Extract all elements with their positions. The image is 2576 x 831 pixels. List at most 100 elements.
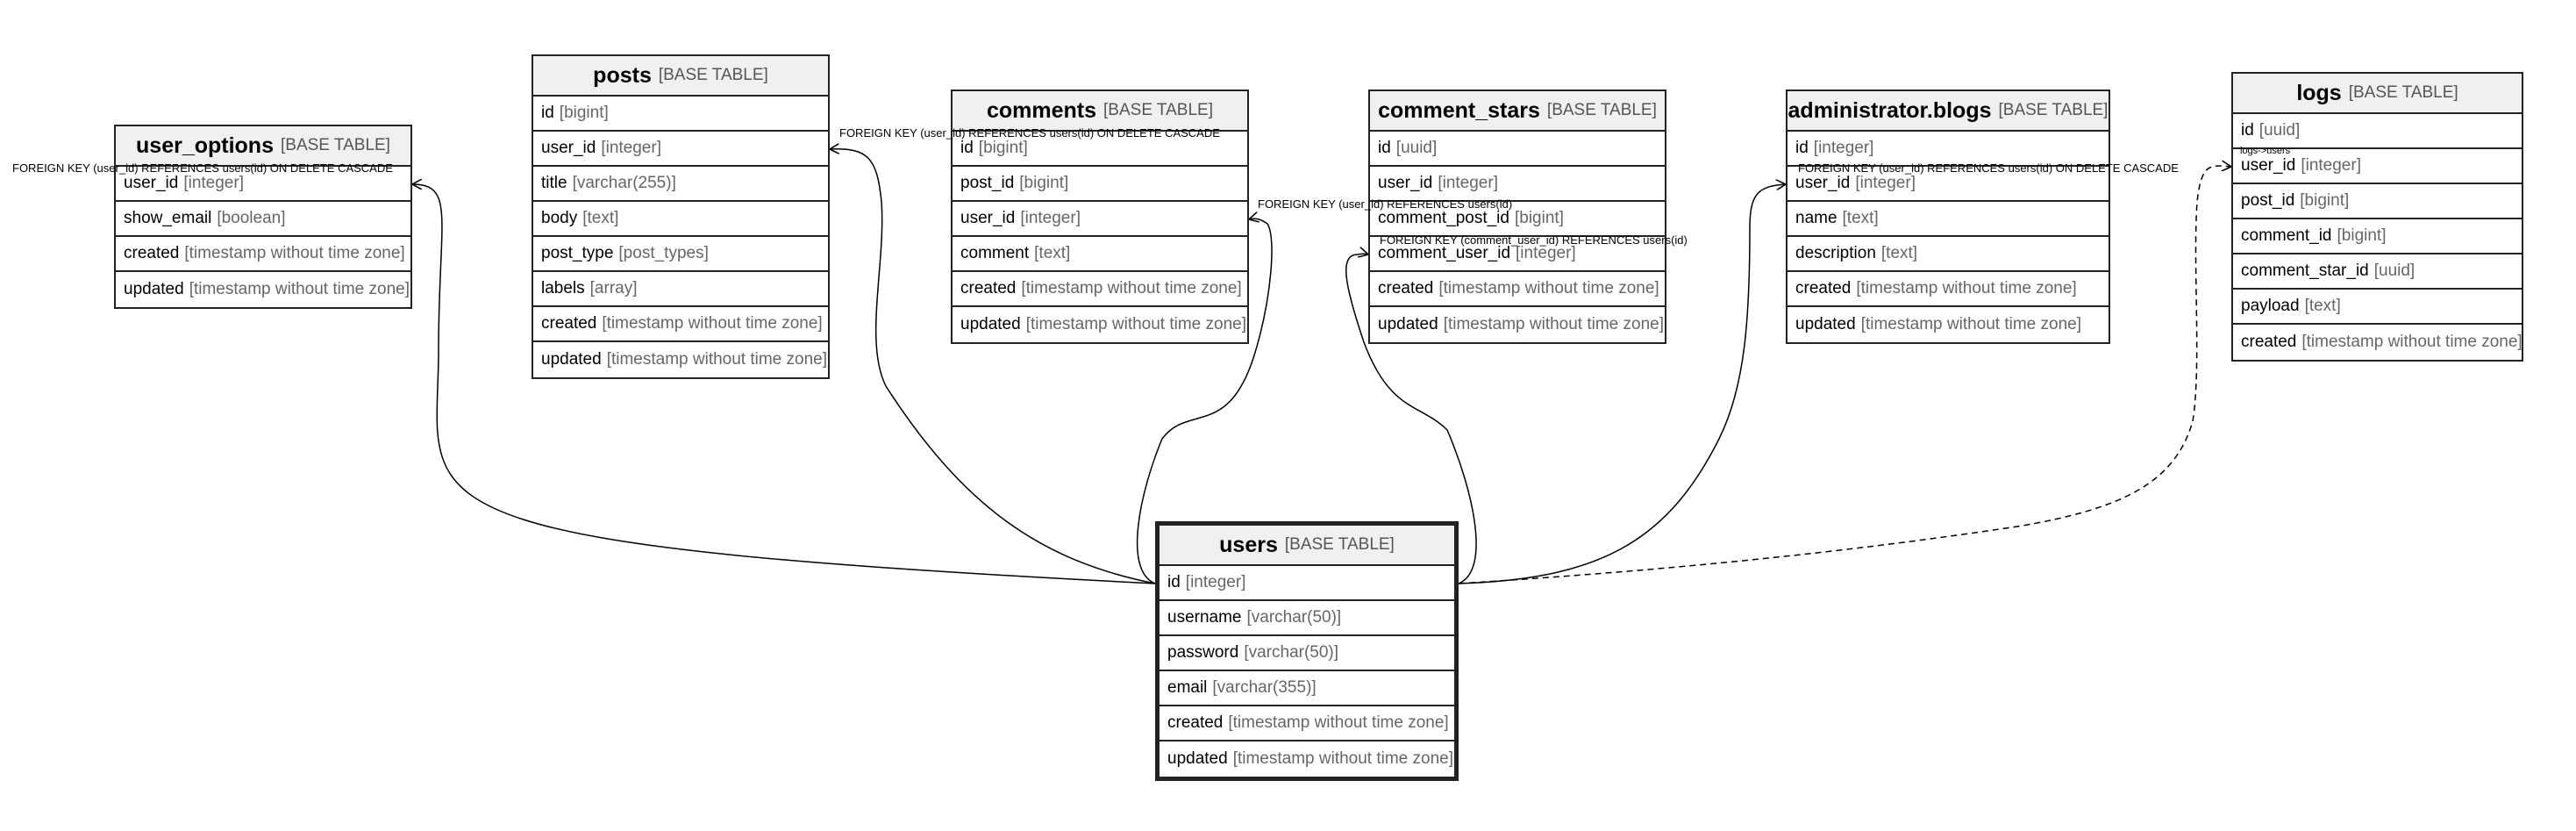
column-row: id[uuid]	[2233, 114, 2522, 149]
table-header: comments[BASE TABLE]	[953, 91, 1247, 132]
column-row: comment_post_id[bigint]	[1370, 202, 1665, 237]
relation-label: FOREIGN KEY (comment_user_id) REFERENCES…	[1380, 233, 1688, 247]
column-name: id	[2241, 121, 2254, 140]
column-name: user_id	[2241, 156, 2296, 175]
column-type: [timestamp without time zone]	[2301, 333, 2522, 351]
column-type: [uuid]	[2258, 121, 2301, 140]
table-type: [BASE TABLE]	[1998, 101, 2109, 119]
column-name: created	[2241, 333, 2297, 351]
column-type: [boolean]	[217, 209, 286, 227]
column-row: post_id[bigint]	[953, 167, 1247, 202]
column-row: email[varchar(355)]	[1160, 671, 1454, 706]
column-name: comment_user_id	[1378, 244, 1511, 262]
column-row: created[timestamp without time zone]	[953, 272, 1247, 307]
column-row: id[bigint]	[533, 97, 828, 132]
relation-label: logs->users	[2240, 146, 2291, 156]
column-name: comment_star_id	[2241, 261, 2369, 280]
column-name: created	[1795, 279, 1852, 297]
column-row: user_id[integer]	[1788, 167, 2109, 202]
column-row: created[timestamp without time zone]	[1160, 706, 1454, 741]
table-header: comment_stars[BASE TABLE]	[1370, 91, 1665, 132]
column-type: [text]	[1880, 244, 1918, 262]
column-name: id	[1378, 139, 1391, 157]
column-type: [varchar(355)]	[1212, 678, 1317, 697]
column-row: user_id [integer]	[2233, 149, 2522, 184]
column-name: user_id	[1378, 174, 1433, 192]
column-name: id	[960, 139, 974, 157]
column-name: password	[1167, 643, 1239, 662]
table-type: [BASE TABLE]	[1103, 101, 1213, 119]
column-type: [bigint]	[1019, 174, 1069, 192]
column-name: updated	[1378, 315, 1438, 333]
column-type: [integer]	[1438, 174, 1498, 192]
column-row: comment_user_id[integer]	[1370, 237, 1665, 272]
column-name: user_id	[124, 174, 179, 192]
column-type: [timestamp without time zone]	[1232, 749, 1454, 768]
table-header: logs[BASE TABLE]	[2233, 74, 2522, 114]
column-name: user_id	[1795, 174, 1851, 192]
table-type: [BASE TABLE]	[658, 66, 768, 84]
column-row: updated[timestamp without time zone]	[116, 272, 410, 307]
column-row: title[varchar(255)]	[533, 167, 828, 202]
table-logs: logs[BASE TABLE]id[uuid]user_id[integer]…	[2231, 72, 2523, 362]
column-name: description	[1795, 244, 1876, 262]
column-type: [array]	[589, 279, 638, 297]
column-name: updated	[124, 280, 184, 298]
column-name: id	[1167, 573, 1181, 591]
column-row: show_email[boolean]	[116, 202, 410, 237]
column-type: [timestamp without time zone]	[1021, 279, 1242, 297]
column-name: updated	[1795, 315, 1856, 333]
relation-label: FOREIGN KEY (user_id) REFERENCES users(i…	[1798, 161, 2179, 175]
column-type: [timestamp without time zone]	[1438, 279, 1659, 297]
column-row: labels[array]	[533, 272, 828, 307]
table-header: posts [BASE TABLE]	[533, 56, 828, 97]
column-type: [timestamp without time zone]	[602, 314, 823, 333]
relation-line-posts	[830, 149, 1156, 584]
column-type: [bigint]	[978, 139, 1028, 157]
table-type: [BASE TABLE]	[1284, 535, 1395, 554]
table-administrator-blogs: administrator.blogs[BASE TABLE]id[intege…	[1786, 90, 2110, 344]
column-name: username	[1167, 608, 1242, 627]
column-name: id	[541, 104, 554, 122]
column-type: [integer]	[1813, 139, 1874, 157]
column-name: payload	[2241, 297, 2300, 315]
table-comments: comments[BASE TABLE]id[bigint]post_id[bi…	[951, 90, 1249, 344]
column-name: post_id	[2241, 191, 2295, 210]
column-type: [varchar(50)]	[1246, 608, 1342, 627]
column-type: [timestamp without time zone]	[1860, 315, 2082, 333]
relation-line-logs	[1458, 166, 2231, 584]
column-type: [bigint]	[2337, 226, 2387, 245]
column-type: [timestamp without time zone]	[1025, 315, 1247, 333]
table-type: [BASE TABLE]	[1546, 101, 1657, 119]
column-type: [uuid]	[2373, 261, 2415, 280]
column-row: created[timestamp without time zone]	[2233, 325, 2522, 360]
table-header: user_options[BASE TABLE]	[116, 126, 410, 167]
table-name: posts	[593, 62, 652, 88]
column-row: id[bigint]	[953, 132, 1247, 167]
column-type: [timestamp without time zone]	[1856, 279, 2077, 297]
table-user-options: user_options[BASE TABLE]user_id[integer]…	[114, 125, 412, 309]
column-name: email	[1167, 678, 1208, 697]
column-row: updated[timestamp without time zone]	[1370, 307, 1665, 342]
column-row: user_id[integer]	[953, 202, 1247, 237]
column-type: [bigint]	[1514, 209, 1564, 227]
column-name: id	[1795, 139, 1809, 157]
column-type: [post_types]	[618, 244, 709, 262]
column-name: user_id	[960, 209, 1016, 227]
column-type: [text]	[582, 209, 619, 227]
table-posts: posts[BASE TABLE]id[bigint]user_id[integ…	[532, 54, 830, 379]
relation-line-administrator-blogs	[1458, 184, 1786, 584]
column-row: post_id[bigint]	[2233, 184, 2522, 219]
column-row: updated[timestamp without time zone]	[953, 307, 1247, 342]
column-row: id[integer]	[1160, 566, 1454, 601]
table-type: [BASE TABLE]	[2348, 83, 2458, 102]
column-type: [text]	[1842, 209, 1879, 227]
column-name: created	[1378, 279, 1434, 297]
column-row: created[timestamp without time zone]	[1370, 272, 1665, 307]
column-row: created[timestamp without time zone]	[1788, 272, 2109, 307]
column-type: [integer]	[2301, 156, 2361, 175]
table-type: [BASE TABLE]	[281, 136, 390, 154]
table-users: users[BASE TABLE]id[integer]username[var…	[1155, 521, 1459, 781]
column-name: updated	[541, 350, 602, 369]
relation-line-comment-stars	[1345, 254, 1477, 584]
